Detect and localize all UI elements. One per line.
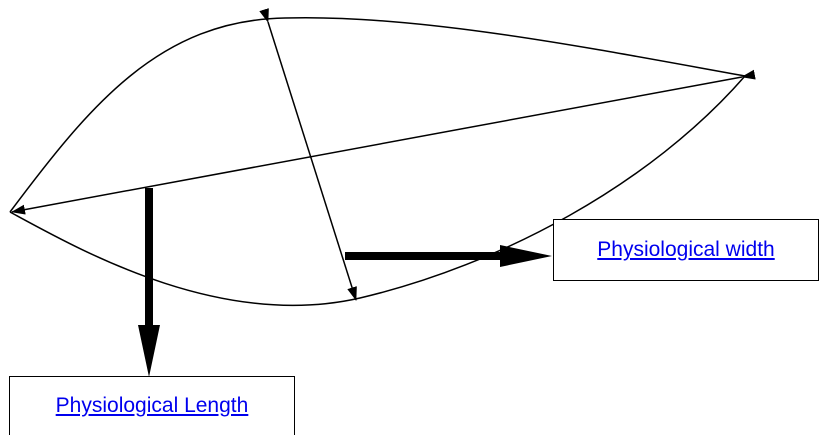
width-axis-arrow <box>259 8 357 301</box>
physiological-width-box: Physiological width <box>553 219 819 281</box>
physiological-width-link[interactable]: Physiological width <box>597 238 775 261</box>
muscle-outline-upper <box>9 16 746 213</box>
physiological-length-link[interactable]: Physiological Length <box>55 394 249 417</box>
length-axis-arrow <box>11 69 756 215</box>
physiological-length-box: Physiological Length <box>9 376 295 435</box>
length-pointer-arrow-head <box>138 325 160 377</box>
width-pointer-arrow-head <box>500 245 552 267</box>
